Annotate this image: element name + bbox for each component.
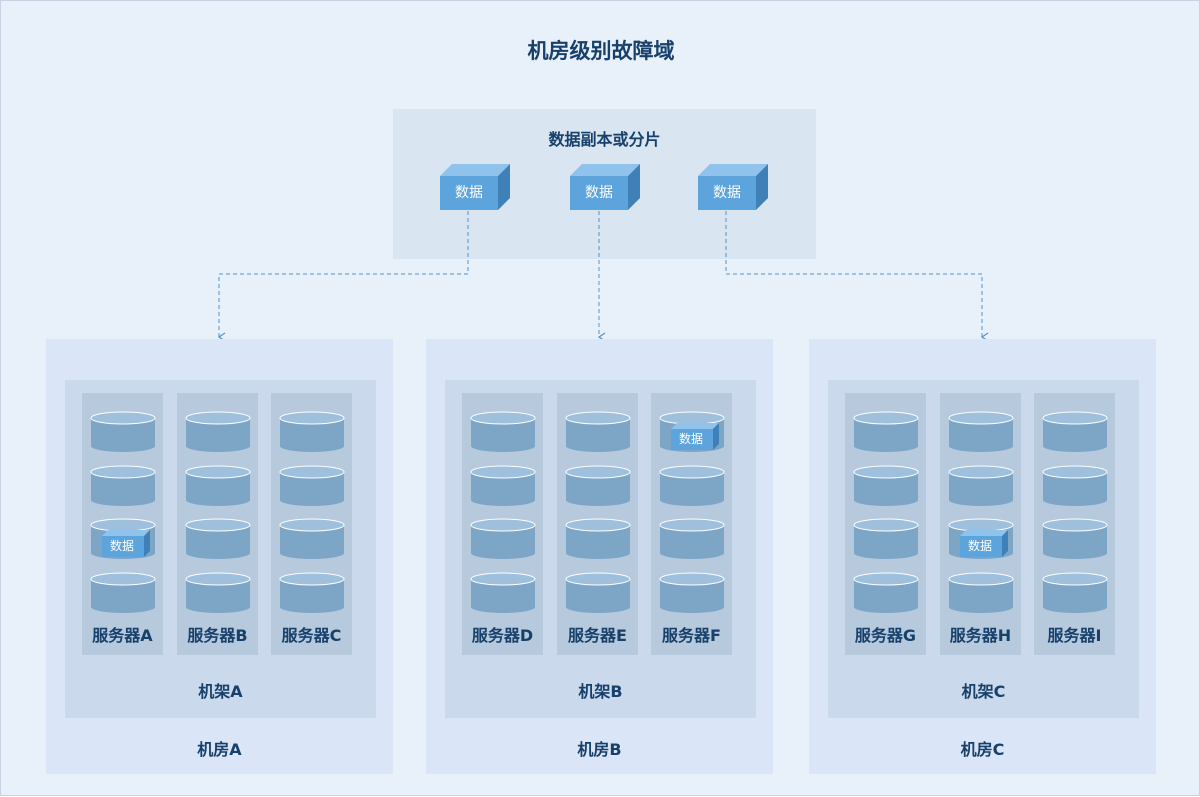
disk-icon — [853, 572, 919, 614]
replica-panel-title: 数据副本或分片 — [548, 130, 661, 149]
server-f: 服务器F 数据 — [651, 393, 732, 655]
disk-icon — [90, 572, 156, 614]
disk-icon — [565, 518, 631, 560]
server-d: 服务器D — [462, 393, 543, 655]
disk-icon: 数据 — [948, 518, 1014, 560]
disk-icon — [659, 465, 725, 507]
disk-icon: 数据 — [659, 411, 725, 453]
arrow-to-room-a — [217, 211, 469, 342]
disk-icon — [1042, 518, 1108, 560]
disk-icon — [1042, 411, 1108, 453]
disk-icon — [1042, 465, 1108, 507]
rack-a: 服务器A 数据 服务器B 服务器C 机架A — [65, 380, 376, 718]
disk-icon — [853, 465, 919, 507]
disk-icon — [279, 572, 345, 614]
arrow-to-room-c — [725, 211, 989, 342]
server-label: 服务器F — [662, 626, 721, 645]
rack-label: 机架B — [578, 682, 623, 701]
disk-icon — [279, 518, 345, 560]
data-block-label: 数据 — [678, 432, 703, 446]
disk-icon: 数据 — [90, 518, 156, 560]
data-cube-label: 数据 — [455, 185, 483, 201]
data-cube-label: 数据 — [585, 185, 613, 201]
disk-icon — [185, 518, 251, 560]
disk-icon — [948, 572, 1014, 614]
disk-icon — [90, 465, 156, 507]
server-g: 服务器G — [845, 393, 926, 655]
rack-label: 机架A — [198, 682, 243, 701]
data-block-icon: 数据 — [102, 530, 150, 558]
disk-icon — [279, 411, 345, 453]
server-label: 服务器H — [949, 626, 1012, 645]
room-label: 机房B — [577, 740, 622, 759]
server-h: 服务器H 数据 — [940, 393, 1021, 655]
data-cube-label: 数据 — [713, 185, 741, 201]
server-b: 服务器B — [177, 393, 258, 655]
data-block-label: 数据 — [967, 539, 992, 553]
server-label: 服务器D — [471, 626, 534, 645]
disk-icon — [853, 518, 919, 560]
disk-icon — [470, 518, 536, 560]
room-label: 机房A — [197, 740, 242, 759]
server-label: 服务器G — [854, 626, 917, 645]
disk-icon — [1042, 572, 1108, 614]
server-label: 服务器E — [568, 626, 627, 645]
disk-icon — [659, 518, 725, 560]
disk-icon — [853, 411, 919, 453]
disk-icon — [659, 572, 725, 614]
server-label: 服务器C — [281, 626, 342, 645]
room-a: 服务器A 数据 服务器B 服务器C 机架A 机房A — [46, 339, 393, 774]
disk-icon — [565, 411, 631, 453]
data-block-icon: 数据 — [671, 423, 719, 451]
server-e: 服务器E — [557, 393, 638, 655]
server-label: 服务器I — [1047, 626, 1102, 645]
disk-icon — [185, 465, 251, 507]
disk-icon — [470, 411, 536, 453]
server-label: 服务器A — [92, 626, 153, 645]
disk-icon — [90, 411, 156, 453]
rack-b: 服务器D 服务器E 服务器F 数据 机架B — [445, 380, 756, 718]
room-c: 服务器G 服务器H 数据 服务器I 机架C 机房C — [809, 339, 1156, 774]
server-c: 服务器C — [271, 393, 352, 655]
rack-label: 机架C — [961, 682, 1006, 701]
disk-icon — [470, 465, 536, 507]
room-b: 服务器D 服务器E 服务器F 数据 机架B 机房B — [426, 339, 773, 774]
server-i: 服务器I — [1034, 393, 1115, 655]
server-a: 服务器A 数据 — [82, 393, 163, 655]
data-block-icon: 数据 — [960, 530, 1008, 558]
disk-icon — [565, 572, 631, 614]
data-cube-1: 数据 — [440, 163, 510, 211]
disk-icon — [185, 572, 251, 614]
data-cube-2: 数据 — [570, 163, 640, 211]
data-block-label: 数据 — [109, 539, 134, 553]
disk-icon — [948, 411, 1014, 453]
disk-icon — [279, 465, 345, 507]
server-label: 服务器B — [187, 626, 248, 645]
disk-icon — [470, 572, 536, 614]
rack-c: 服务器G 服务器H 数据 服务器I 机架C — [828, 380, 1139, 718]
room-label: 机房C — [960, 740, 1005, 759]
diagram-title: 机房级别故障域 — [527, 39, 675, 63]
data-cube-3: 数据 — [698, 163, 768, 211]
disk-icon — [565, 465, 631, 507]
disk-icon — [185, 411, 251, 453]
disk-icon — [948, 465, 1014, 507]
